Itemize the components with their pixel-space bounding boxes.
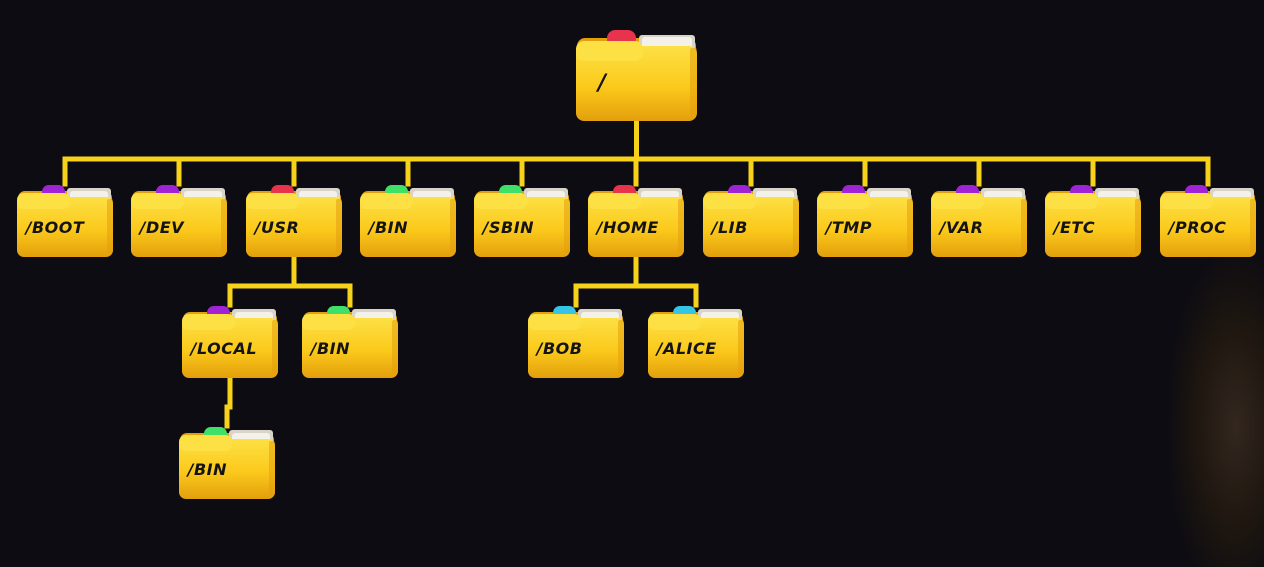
folder-icon — [528, 306, 624, 378]
folder-label: / — [598, 70, 607, 96]
folder-label: /VAR — [939, 217, 984, 237]
folder-icon — [182, 306, 278, 378]
folder-icon — [131, 185, 227, 257]
folder-icon — [17, 185, 113, 257]
folder-proc[interactable]: /PROC — [1160, 184, 1256, 257]
folder-home[interactable]: /HOME — [588, 184, 684, 257]
folder-icon — [648, 306, 744, 378]
folder-label: /BIN — [368, 217, 409, 237]
folder-icon — [576, 30, 697, 121]
folder-usr-bin[interactable]: /BIN — [302, 305, 398, 378]
folder-icon — [1045, 185, 1141, 257]
folder-root[interactable]: / — [576, 29, 697, 121]
folder-label: /USR — [254, 217, 300, 237]
folder-lib[interactable]: /LIB — [703, 184, 799, 257]
folder-sbin[interactable]: /SBIN — [474, 184, 570, 257]
folder-icon — [588, 185, 684, 257]
folder-label: /SBIN — [482, 217, 535, 237]
folder-icon — [817, 185, 913, 257]
folder-local-bin[interactable]: /BIN — [179, 426, 275, 499]
folder-label: /ALICE — [656, 338, 717, 358]
folder-label: /BIN — [187, 459, 228, 479]
folder-label: /TMP — [825, 217, 873, 237]
folder-bob[interactable]: /BOB — [528, 305, 624, 378]
folder-icon — [931, 185, 1027, 257]
folder-etc[interactable]: /ETC — [1045, 184, 1141, 257]
folder-usr[interactable]: /USR — [246, 184, 342, 257]
folder-label: /BOB — [536, 338, 583, 358]
folder-icon — [246, 185, 342, 257]
folder-var[interactable]: /VAR — [931, 184, 1027, 257]
background-texture — [1169, 255, 1264, 567]
folder-icon — [179, 427, 275, 499]
folder-label: /LOCAL — [190, 338, 258, 358]
folder-label: /HOME — [596, 217, 659, 237]
folder-icon — [703, 185, 799, 257]
folder-icon — [360, 185, 456, 257]
folder-label: /BIN — [310, 338, 351, 358]
folder-alice[interactable]: /ALICE — [648, 305, 744, 378]
folder-tmp[interactable]: /TMP — [817, 184, 913, 257]
folder-boot[interactable]: /BOOT — [17, 184, 113, 257]
folder-label: /BOOT — [25, 217, 85, 237]
folder-bin[interactable]: /BIN — [360, 184, 456, 257]
folder-label: /LIB — [711, 217, 748, 237]
folder-local[interactable]: /LOCAL — [182, 305, 278, 378]
folder-icon — [1160, 185, 1256, 257]
folder-dev[interactable]: /DEV — [131, 184, 227, 257]
folder-icon — [474, 185, 570, 257]
folder-label: /PROC — [1168, 217, 1227, 237]
folder-label: /ETC — [1053, 217, 1096, 237]
folder-label: /DEV — [139, 217, 185, 237]
folder-icon — [302, 306, 398, 378]
